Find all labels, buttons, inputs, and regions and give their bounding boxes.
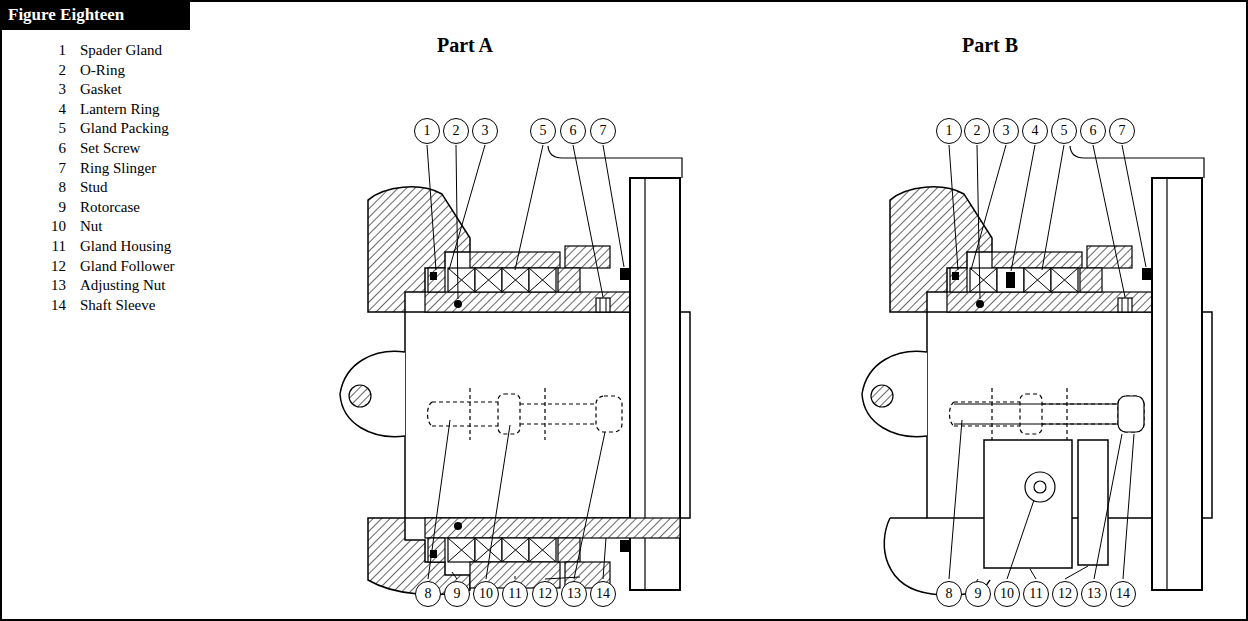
- part-number: 10: [36, 217, 66, 235]
- callout-text: 8: [946, 587, 953, 601]
- callout-text: 1: [946, 124, 953, 138]
- callout-number: 1: [414, 118, 440, 144]
- callout-text: 8: [425, 587, 432, 601]
- callout-number: 11: [1023, 581, 1049, 607]
- part-a-section: [340, 145, 690, 595]
- part-number: 5: [36, 119, 66, 137]
- callout-text: 12: [1058, 587, 1072, 601]
- callout-text: 7: [1119, 124, 1126, 138]
- part-number: 8: [36, 178, 66, 196]
- part-name: Gasket: [80, 80, 122, 98]
- callout-number: 8: [415, 581, 441, 607]
- part-heading: Part A: [437, 33, 493, 57]
- part-name: Gland Housing: [80, 237, 171, 255]
- callout-number: 10: [994, 581, 1020, 607]
- part-name: Spader Gland: [80, 41, 162, 59]
- part-heading: Part B: [962, 33, 1018, 57]
- callout-text: 6: [570, 124, 577, 138]
- callout-text: 5: [1061, 124, 1068, 138]
- part-number: 7: [36, 159, 66, 177]
- part-number: 11: [36, 237, 66, 255]
- callout-number: 2: [443, 118, 469, 144]
- callout-number: 12: [1052, 581, 1078, 607]
- callout-text: 9: [454, 587, 461, 601]
- callout-text: 13: [567, 587, 581, 601]
- part-number: 14: [36, 296, 66, 314]
- callout-text: 10: [1000, 587, 1014, 601]
- part-name: Nut: [80, 217, 103, 235]
- part-name: O-Ring: [80, 61, 125, 79]
- callout-number: 5: [1051, 118, 1077, 144]
- callout-text: 14: [596, 587, 610, 601]
- part-name: Set Screw: [80, 139, 140, 157]
- figure-title: Figure Eighteen: [0, 0, 190, 30]
- part-name: Lantern Ring: [80, 100, 160, 118]
- part-name: Rotorcase: [80, 198, 140, 216]
- callout-number: 9: [444, 581, 470, 607]
- callout-number: 8: [936, 581, 962, 607]
- callout-text: 13: [1087, 587, 1101, 601]
- callout-number: 10: [473, 581, 499, 607]
- callout-number: 1: [936, 118, 962, 144]
- part-number: 6: [36, 139, 66, 157]
- part-number: 1: [36, 41, 66, 59]
- callout-number: 12: [532, 581, 558, 607]
- part-b-section: [862, 145, 1212, 595]
- callout-number: 3: [472, 118, 498, 144]
- part-name: Ring Slinger: [80, 159, 156, 177]
- part-number: 2: [36, 61, 66, 79]
- callout-number: 14: [590, 581, 616, 607]
- callout-text: 10: [479, 587, 493, 601]
- callout-text: 11: [1029, 587, 1042, 601]
- callout-number: 6: [1080, 118, 1106, 144]
- callout-number: 4: [1022, 118, 1048, 144]
- part-number: 3: [36, 80, 66, 98]
- callout-text: 9: [975, 587, 982, 601]
- part-number: 12: [36, 257, 66, 275]
- callout-text: 4: [1032, 124, 1039, 138]
- callout-number: 5: [530, 118, 556, 144]
- callout-number: 13: [1081, 581, 1107, 607]
- part-name: Gland Packing: [80, 119, 169, 137]
- callout-text: 7: [600, 124, 607, 138]
- part-number: 4: [36, 100, 66, 118]
- callout-number: 9: [965, 581, 991, 607]
- callout-text: 11: [508, 587, 521, 601]
- callout-text: 3: [1003, 124, 1010, 138]
- callout-text: 2: [453, 124, 460, 138]
- callout-number: 7: [1109, 118, 1135, 144]
- callout-number: 7: [590, 118, 616, 144]
- part-name: Adjusting Nut: [80, 276, 165, 294]
- part-name: Shaft Sleeve: [80, 296, 155, 314]
- part-number: 13: [36, 276, 66, 294]
- callout-text: 12: [538, 587, 552, 601]
- callout-number: 14: [1110, 581, 1136, 607]
- callout-number: 11: [502, 581, 528, 607]
- callout-text: 2: [974, 124, 981, 138]
- callout-number: 6: [560, 118, 586, 144]
- callout-number: 13: [561, 581, 587, 607]
- callout-text: 1: [424, 124, 431, 138]
- callout-number: 3: [993, 118, 1019, 144]
- leader-lines: [427, 145, 624, 579]
- callout-text: 6: [1090, 124, 1097, 138]
- part-number: 9: [36, 198, 66, 216]
- part-name: Stud: [80, 178, 108, 196]
- callout-text: 5: [540, 124, 547, 138]
- callout-text: 14: [1116, 587, 1130, 601]
- callout-text: 3: [482, 124, 489, 138]
- callout-number: 2: [964, 118, 990, 144]
- part-name: Gland Follower: [80, 257, 175, 275]
- leader-lines: [949, 145, 1146, 588]
